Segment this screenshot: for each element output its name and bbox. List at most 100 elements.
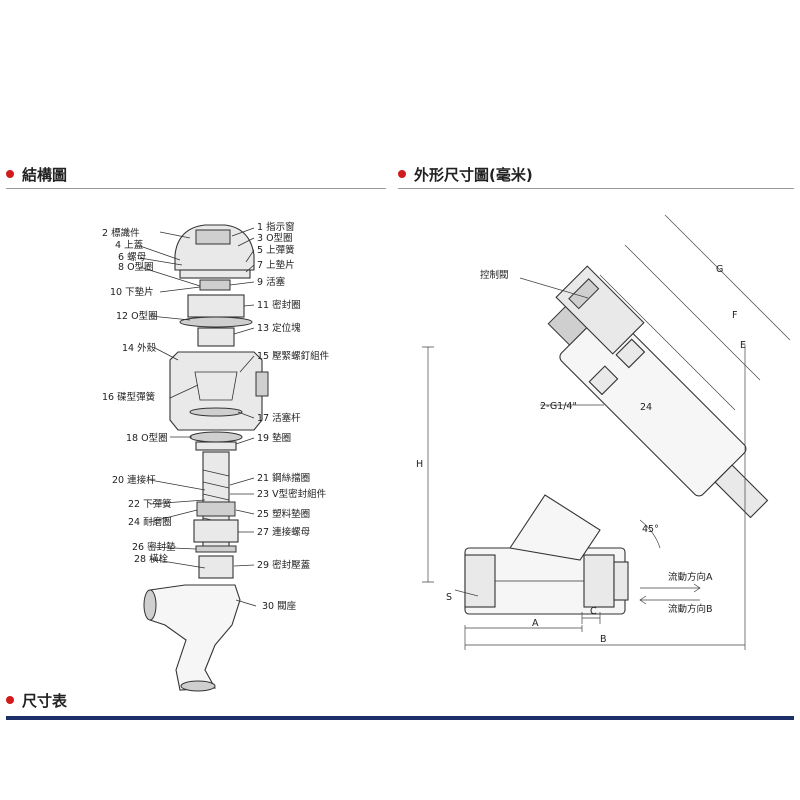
valve-neck-shape bbox=[509, 494, 601, 561]
control-valve-label: 控制閥 bbox=[480, 269, 509, 281]
actuator-cylinder-shape bbox=[559, 309, 747, 497]
dim-label-B: B bbox=[600, 634, 607, 645]
top-gasket-shape bbox=[179, 269, 251, 279]
structure-section-title: 結構圖 bbox=[22, 165, 68, 184]
part-label-24: 24 耐磨圈 bbox=[128, 516, 172, 528]
part-label-21: 21 鋼絲擋圈 bbox=[257, 472, 310, 484]
flow-direction-b-label: 流動方向B bbox=[668, 603, 713, 615]
outlet-hex-shape bbox=[583, 554, 615, 608]
part-label-9: 9 活塞 bbox=[257, 276, 286, 288]
part-label-10: 10 下墊片 bbox=[110, 286, 154, 298]
lower-gasket-shape bbox=[199, 279, 231, 291]
dim-lines-G-F-E bbox=[599, 214, 791, 411]
part-label-26: 26 密封墊 bbox=[132, 541, 176, 553]
part-label-7: 7 上墊片 bbox=[257, 259, 295, 271]
valve-seat-port-bottom bbox=[180, 680, 216, 692]
part-label-17: 17 活塞杆 bbox=[257, 412, 301, 424]
control-valve-leader bbox=[519, 277, 589, 299]
wear-ring-shape bbox=[196, 501, 236, 517]
seal-gland-shape bbox=[198, 555, 234, 579]
structure-diagram: 2 標識件 4 上蓋 6 螺母 8 O型圈 10 下墊片 12 O型圈 14 外… bbox=[102, 221, 330, 692]
positioning-block-shape bbox=[197, 327, 235, 347]
structure-header-rule bbox=[6, 188, 386, 189]
part-label-18: 18 O型圈 bbox=[126, 433, 168, 444]
disc-spring-shape bbox=[194, 371, 238, 401]
dim-label-E: E bbox=[740, 340, 746, 351]
dimension-diagram: 控制閥 2-G1/4" 24 45° 流動方向A 流動方向B G F E H S… bbox=[416, 214, 791, 650]
port-label: 2-G1/4" bbox=[540, 401, 577, 412]
actuator-stem-shape bbox=[714, 464, 769, 519]
top-cap-shape bbox=[174, 224, 255, 271]
flow-arrow-a bbox=[640, 583, 701, 593]
part-label-27: 27 連接螺母 bbox=[257, 526, 310, 538]
part-label-2: 2 標識件 bbox=[102, 227, 140, 239]
angle-arc bbox=[639, 519, 661, 549]
structure-section-header: 結構圖 bbox=[6, 162, 67, 186]
indicator-window-shape bbox=[195, 229, 231, 245]
leader-lines-right bbox=[229, 227, 257, 607]
dim-label-A: A bbox=[532, 618, 539, 629]
valve-seat-shape bbox=[149, 584, 241, 691]
piston-rod-seal-shape bbox=[189, 407, 243, 417]
bullet-dot-icon bbox=[6, 170, 14, 178]
part-label-28: 28 橫栓 bbox=[134, 553, 169, 565]
washer-shape bbox=[195, 441, 237, 451]
part-label-20: 20 連接杆 bbox=[112, 474, 156, 486]
table-section-header: 尺寸表 bbox=[6, 688, 67, 712]
part-label-30: 30 閥座 bbox=[262, 600, 297, 612]
control-valve-group bbox=[555, 265, 645, 355]
part-label-29: 29 密封壓蓋 bbox=[257, 559, 311, 571]
bullet-dot-icon bbox=[6, 696, 14, 704]
valve-seat-port-left bbox=[143, 589, 157, 621]
dim-label-H: H bbox=[416, 459, 423, 470]
part-label-3: 3 O型圈 bbox=[257, 233, 293, 244]
outlet-end-shape bbox=[613, 561, 629, 601]
bullet-dot-icon bbox=[398, 170, 406, 178]
part-label-4: 4 上蓋 bbox=[115, 239, 144, 251]
dimension-table-header-bar bbox=[6, 716, 794, 720]
dim-label-F: F bbox=[732, 310, 737, 321]
indicator-window-1 bbox=[588, 365, 619, 396]
inlet-hex-shape bbox=[464, 554, 496, 608]
flow-arrow-b bbox=[639, 595, 700, 605]
dimensions-header-rule bbox=[398, 188, 794, 189]
control-valve-shape bbox=[555, 265, 645, 355]
dim-leader-S bbox=[454, 589, 479, 597]
dim-label-C: C bbox=[590, 606, 597, 617]
control-valve-coil bbox=[568, 278, 600, 310]
part-label-5: 5 上彈簧 bbox=[257, 244, 295, 256]
part-label-14: 14 外殼 bbox=[122, 342, 157, 354]
indicator-window-2 bbox=[615, 338, 646, 369]
part-label-22: 22 下彈簧 bbox=[128, 498, 172, 510]
dim-label-G: G bbox=[716, 264, 723, 275]
seal-pad-shape bbox=[195, 545, 237, 553]
part-label-15: 15 壓緊螺釘組件 bbox=[257, 350, 330, 362]
o-ring-shape bbox=[179, 316, 253, 328]
dim-lines-A-B bbox=[464, 345, 746, 650]
part-label-8: 8 O型圈 bbox=[118, 262, 154, 273]
dimensions-section-title: 外形尺寸圖(毫米) bbox=[414, 165, 533, 184]
part-label-13: 13 定位塊 bbox=[257, 322, 301, 334]
connection-nut-shape bbox=[193, 519, 239, 543]
dim-line-H bbox=[422, 346, 434, 583]
table-section-title: 尺寸表 bbox=[22, 691, 68, 710]
wrench-size-label: 24 bbox=[640, 402, 652, 413]
angle-label: 45° bbox=[642, 524, 659, 535]
dim-line-C bbox=[581, 612, 601, 624]
part-label-23: 23 V型密封組件 bbox=[257, 488, 327, 500]
housing-shape bbox=[169, 351, 263, 431]
o-ring-18-shape bbox=[189, 431, 243, 443]
part-label-1: 1 指示窗 bbox=[257, 221, 295, 233]
leader-lines-left bbox=[139, 231, 206, 569]
part-label-16: 16 碟型彈簧 bbox=[102, 391, 156, 403]
part-label-19: 19 墊圈 bbox=[257, 432, 291, 444]
housing-port-shape bbox=[255, 371, 269, 397]
part-label-12: 12 O型圈 bbox=[116, 311, 158, 322]
dimensions-section-header: 外形尺寸圖(毫米) bbox=[398, 162, 533, 186]
dim-label-S: S bbox=[446, 592, 452, 603]
part-label-11: 11 密封圈 bbox=[257, 299, 301, 311]
part-label-25: 25 塑料墊圈 bbox=[257, 508, 310, 520]
flow-direction-a-label: 流動方向A bbox=[668, 571, 713, 583]
part-label-6: 6 螺母 bbox=[118, 252, 146, 263]
